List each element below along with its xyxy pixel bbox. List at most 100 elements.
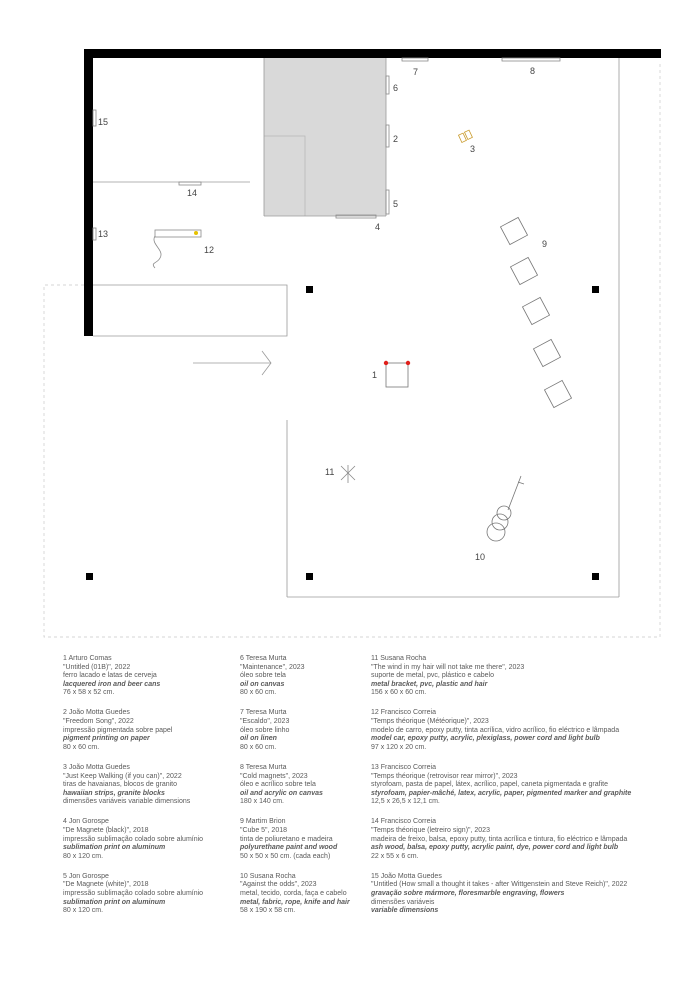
caption-entry: 14 Francisco Correia "Temps théorique (l…	[371, 818, 671, 861]
caption-artist: 15 João Motta Guedes	[371, 872, 442, 880]
caption-materials-pt: óleo e acrílico sobre tela	[240, 781, 316, 789]
caption-entry: 8 Teresa Murta "Cold magnets", 2023 óleo…	[240, 764, 452, 807]
caption-entry: 9 Martim Brion "Cube 5", 2018 tinta de p…	[240, 818, 452, 861]
caption-artist: 3 João Motta Guedes	[63, 763, 130, 771]
caption-entry: 4 Jon Gorospe "De Magnete (black)", 2018…	[63, 818, 275, 861]
caption-materials-en: sublimation print on aluminum	[63, 898, 166, 906]
caption-artist: 6 Teresa Murta	[240, 655, 287, 662]
caption-artist: 10 Susana Rocha	[240, 872, 296, 880]
label-14: 14	[187, 188, 197, 198]
caption-dimensions: dimensões variáveis	[371, 898, 435, 906]
label-10: 10	[475, 552, 485, 562]
label-13: 13	[98, 229, 108, 239]
label-12: 12	[204, 245, 214, 255]
label-6: 6	[393, 83, 398, 93]
caption-artist: 1 Arturo Comas	[63, 655, 112, 662]
caption-entry: 11 Susana Rocha "The wind in my hair wil…	[371, 655, 671, 698]
light-bulb	[194, 231, 198, 235]
caption-title: "Untitled (How small a thought it takes …	[371, 881, 628, 889]
caption-materials-pt: impressão sublimação colado sobre alumín…	[63, 835, 204, 843]
caption-materials-pt: tiras de havaianas, blocos de granito	[63, 781, 178, 789]
caption-artist: 11 Susana Rocha	[371, 655, 427, 662]
caption-dimensions: 80 x 60 cm.	[240, 743, 277, 751]
sandals	[457, 129, 473, 144]
caption-materials-en: oil on canvas	[240, 680, 285, 688]
caption-materials-pt: madeira de freixo, balsa, epoxy putty, t…	[371, 835, 628, 843]
caption-title: "De Magnete (white)", 2018	[63, 881, 149, 889]
caption-artist: 9 Martim Brion	[240, 818, 286, 826]
label-3: 3	[470, 144, 475, 154]
caption-title: "Cube 5", 2018	[240, 827, 288, 834]
caption-materials-en: oil on linen	[240, 735, 277, 743]
caption-column-3: 11 Susana Rocha "The wind in my hair wil…	[371, 655, 671, 927]
caption-entry: 7 Teresa Murta "Escaldo", 2023 óleo sobr…	[240, 709, 452, 752]
caption-materials-en: hawaiian strips, granite blocks	[63, 789, 165, 797]
caption-entry: 1 Arturo Comas "Untitled (01B)", 2022 fe…	[63, 655, 275, 698]
gray-room	[264, 58, 386, 216]
caption-entry: 12 Francisco Correia "Temps théorique (M…	[371, 709, 671, 752]
caption-materials-en: sublimation print on aluminum	[63, 844, 166, 852]
caption-materials-pt: metal, tecido, corda, faça e cabelo	[240, 890, 347, 898]
caption-dimensions: 12,5 x 26,5 x 12,1 cm.	[371, 798, 440, 806]
caption-dimensions: 80 x 60 cm.	[240, 689, 277, 697]
caption-title: "Against the odds", 2023	[240, 881, 317, 889]
caption-artist: 4 Jon Gorospe	[63, 818, 109, 826]
caption-entry: 6 Teresa Murta "Maintenance", 2023 óleo …	[240, 655, 452, 698]
caption-title: "Temps théorique (Météorique)", 2023	[371, 718, 489, 726]
artwork-1-dot-right	[405, 360, 411, 366]
caption-materials-pt: impressão pigmentada sobre papel	[63, 726, 173, 734]
caption-materials-en: styrofoam, papier-mâché, latex, acrylic,…	[371, 789, 632, 797]
label-8: 8	[530, 66, 535, 76]
caption-artist: 5 Jon Gorospe	[63, 872, 109, 880]
caption-title: "Maintenance", 2023	[240, 663, 305, 671]
caption-materials-pt: styrofoam, pasta de papel, látex, acríli…	[371, 781, 608, 789]
caption-dimensions: 76 x 58 x 52 cm.	[63, 689, 115, 697]
caption-entry: 13 Francisco Correia "Temps théorique (r…	[371, 764, 671, 807]
caption-entry: 3 João Motta Guedes "Just Keep Walking (…	[63, 764, 275, 807]
caption-materials-en: ash wood, balsa, epoxy putty, acrylic pa…	[371, 844, 619, 852]
label-4: 4	[375, 222, 380, 232]
artwork-1-dot-left	[383, 360, 389, 366]
caption-artist: 8 Teresa Murta	[240, 763, 287, 771]
caption-dimensions: 58 x 190 x 58 cm.	[240, 907, 296, 915]
caption-materials-pt: modelo de carro, epoxy putty, tinta acrí…	[371, 726, 620, 734]
caption-title: "The wind in my hair will not take me th…	[371, 663, 525, 671]
gray-room-inner-line	[264, 135, 306, 216]
caption-artist: 14 Francisco Correia	[371, 818, 436, 826]
label-2: 2	[393, 134, 398, 144]
caption-materials-pt: gravação sobre mármore, floresmarble eng…	[371, 890, 565, 898]
caption-dimensions: 180 x 140 cm.	[240, 798, 284, 806]
caption-artist: 12 Francisco Correia	[371, 709, 436, 717]
caption-materials-en: oil and acrylic on canvas	[240, 789, 323, 797]
artwork-10-shape	[486, 475, 525, 542]
caption-entry: 10 Susana Rocha "Against the odds", 2023…	[240, 873, 452, 916]
caption-dimensions: dimensões variáveis variable dimensions	[63, 798, 191, 806]
caption-dimensions: 22 x 55 x 6 cm.	[371, 852, 419, 860]
caption-materials-pt: óleo sobre tela	[240, 672, 286, 680]
caption-materials-en: polyurethane paint and wood	[240, 844, 338, 852]
caption-entry: 2 João Motta Guedes "Freedom Song", 2022…	[63, 709, 275, 752]
label-9: 9	[542, 239, 547, 249]
caption-dimensions: 97 x 120 x 20 cm.	[371, 743, 427, 751]
caption-dimensions: 156 x 60 x 60 cm.	[371, 689, 427, 697]
caption-title: "Temps théorique (retrovisor rear mirror…	[371, 772, 518, 780]
caption-materials-en: pigment printing on paper	[63, 735, 150, 743]
artwork-11-shape	[340, 465, 356, 483]
caption-materials-pt: impressão sublimação colado sobre alumín…	[63, 890, 204, 898]
caption-column-2: 6 Teresa Murta "Maintenance", 2023 óleo …	[240, 655, 452, 927]
floor-plan: 1 2 3 4 5 6 7 8 9 10 11 12 13 14 15	[43, 49, 661, 638]
caption-title: "Escaldo", 2023	[240, 718, 290, 726]
caption-dimensions: 80 x 120 cm.	[63, 852, 104, 860]
caption-artist: 2 João Motta Guedes	[63, 709, 130, 717]
caption-materials-pt: suporte de metal, pvc, plástico e cabelo	[371, 672, 494, 680]
label-11: 11	[325, 467, 334, 477]
caption-materials-en: metal bracket, pvc, plastic and hair	[371, 680, 488, 688]
thick-walls	[84, 49, 661, 336]
caption-artist: 13 Francisco Correia	[371, 763, 436, 771]
entrance-arrow	[193, 350, 272, 376]
cubes	[499, 216, 573, 409]
caption-dimensions: 50 x 50 x 50 cm. (cada each)	[240, 852, 331, 860]
caption-materials-en: model car, epoxy putty, acrylic, plexigl…	[371, 735, 600, 743]
caption-title: "Temps théorique (letreiro sign)", 2023	[371, 827, 490, 834]
caption-title: "Just Keep Walking (if you can)", 2022	[63, 772, 182, 780]
